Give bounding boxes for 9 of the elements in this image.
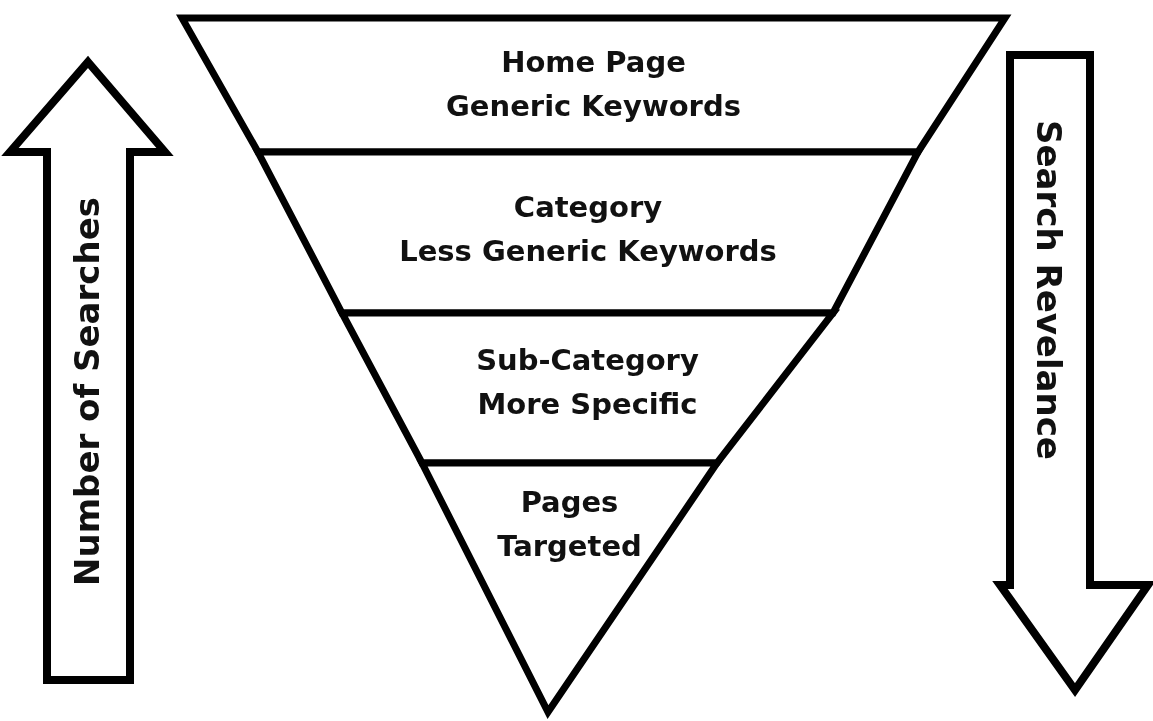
section-label: Pages Targeted — [496, 484, 643, 565]
section-label: More Specific — [476, 386, 699, 423]
section-label: Category — [512, 189, 664, 226]
arrow-label: Number of Searches — [67, 197, 107, 586]
section-label: Generic Keywords — [445, 88, 742, 125]
section-label: Less Generic Keywords — [398, 233, 778, 270]
section-label: Home Page — [500, 44, 687, 81]
section-label: Sub-Category — [475, 342, 700, 379]
arrow-label: Search Revelance — [1029, 120, 1069, 460]
